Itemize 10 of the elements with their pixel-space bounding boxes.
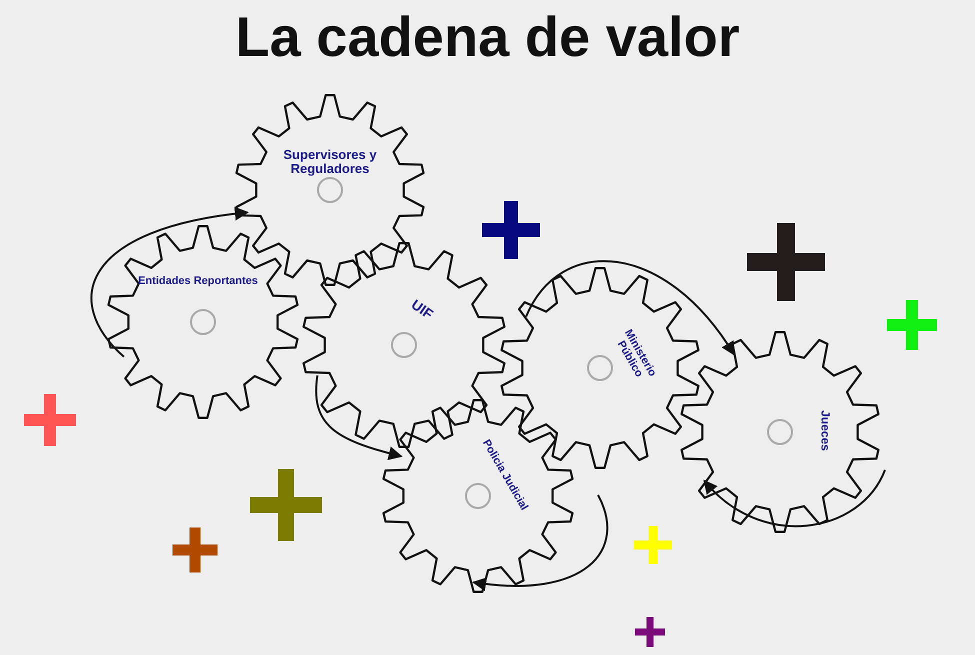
curved-arrow bbox=[90, 207, 249, 358]
curved-arrow bbox=[525, 260, 735, 356]
curved-arrow bbox=[703, 470, 886, 527]
title: La cadena de valor bbox=[234, 4, 741, 69]
curved-arrow bbox=[472, 494, 608, 591]
gear-label: UIF bbox=[408, 294, 438, 324]
gear-label: Supervisores y Reguladores bbox=[282, 148, 378, 176]
curved-arrow bbox=[315, 375, 403, 460]
gear-label: Entidades Reportantes bbox=[138, 274, 258, 287]
gear-label: Jueces bbox=[818, 409, 832, 453]
